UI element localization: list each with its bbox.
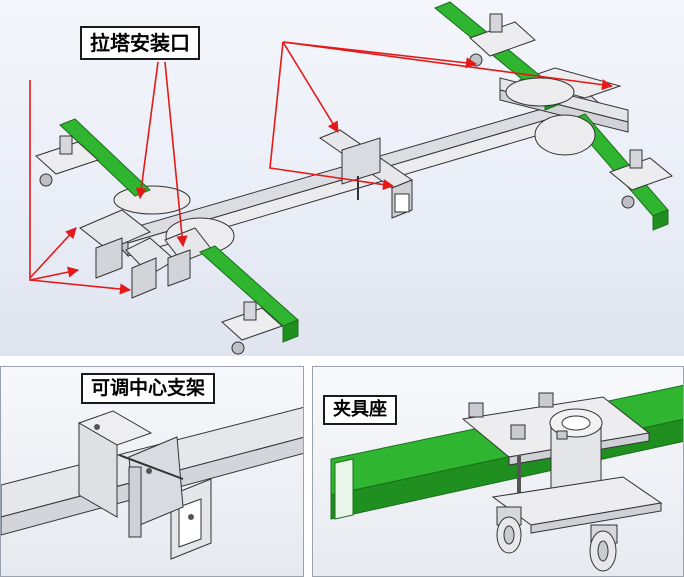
clamp-seat-drawing (330, 384, 683, 572)
right-clamp-lower (608, 149, 674, 209)
left-clamp-upper (35, 135, 99, 187)
left-hub-arms (79, 209, 213, 299)
adjustable-support-drawing (1, 406, 303, 560)
adjustable-support-detail-panel: 可调中心支架 (0, 366, 304, 577)
middle-support (318, 129, 414, 219)
right-disc-upper (505, 77, 575, 107)
left-clamp-lower (221, 301, 283, 355)
green-tube-left (59, 118, 299, 343)
tube-opening (178, 498, 202, 548)
pointer-arrows (29, 41, 614, 295)
right-disc-lower (534, 114, 596, 156)
overview-label: 拉塔安装口 (80, 26, 200, 60)
adjustable-support-label: 可调中心支架 (81, 373, 216, 404)
clamp-seat-label: 夹具座 (323, 395, 397, 425)
caster-wheel-right (589, 524, 618, 572)
caster-wheel-left (496, 506, 522, 554)
overview-panel: 拉塔安装口 (0, 0, 684, 356)
overview-drawing (29, 1, 674, 355)
bolt (468, 402, 484, 418)
clamp-seat-detail-panel: 夹具座 (312, 366, 684, 577)
tube-opening (334, 458, 354, 520)
